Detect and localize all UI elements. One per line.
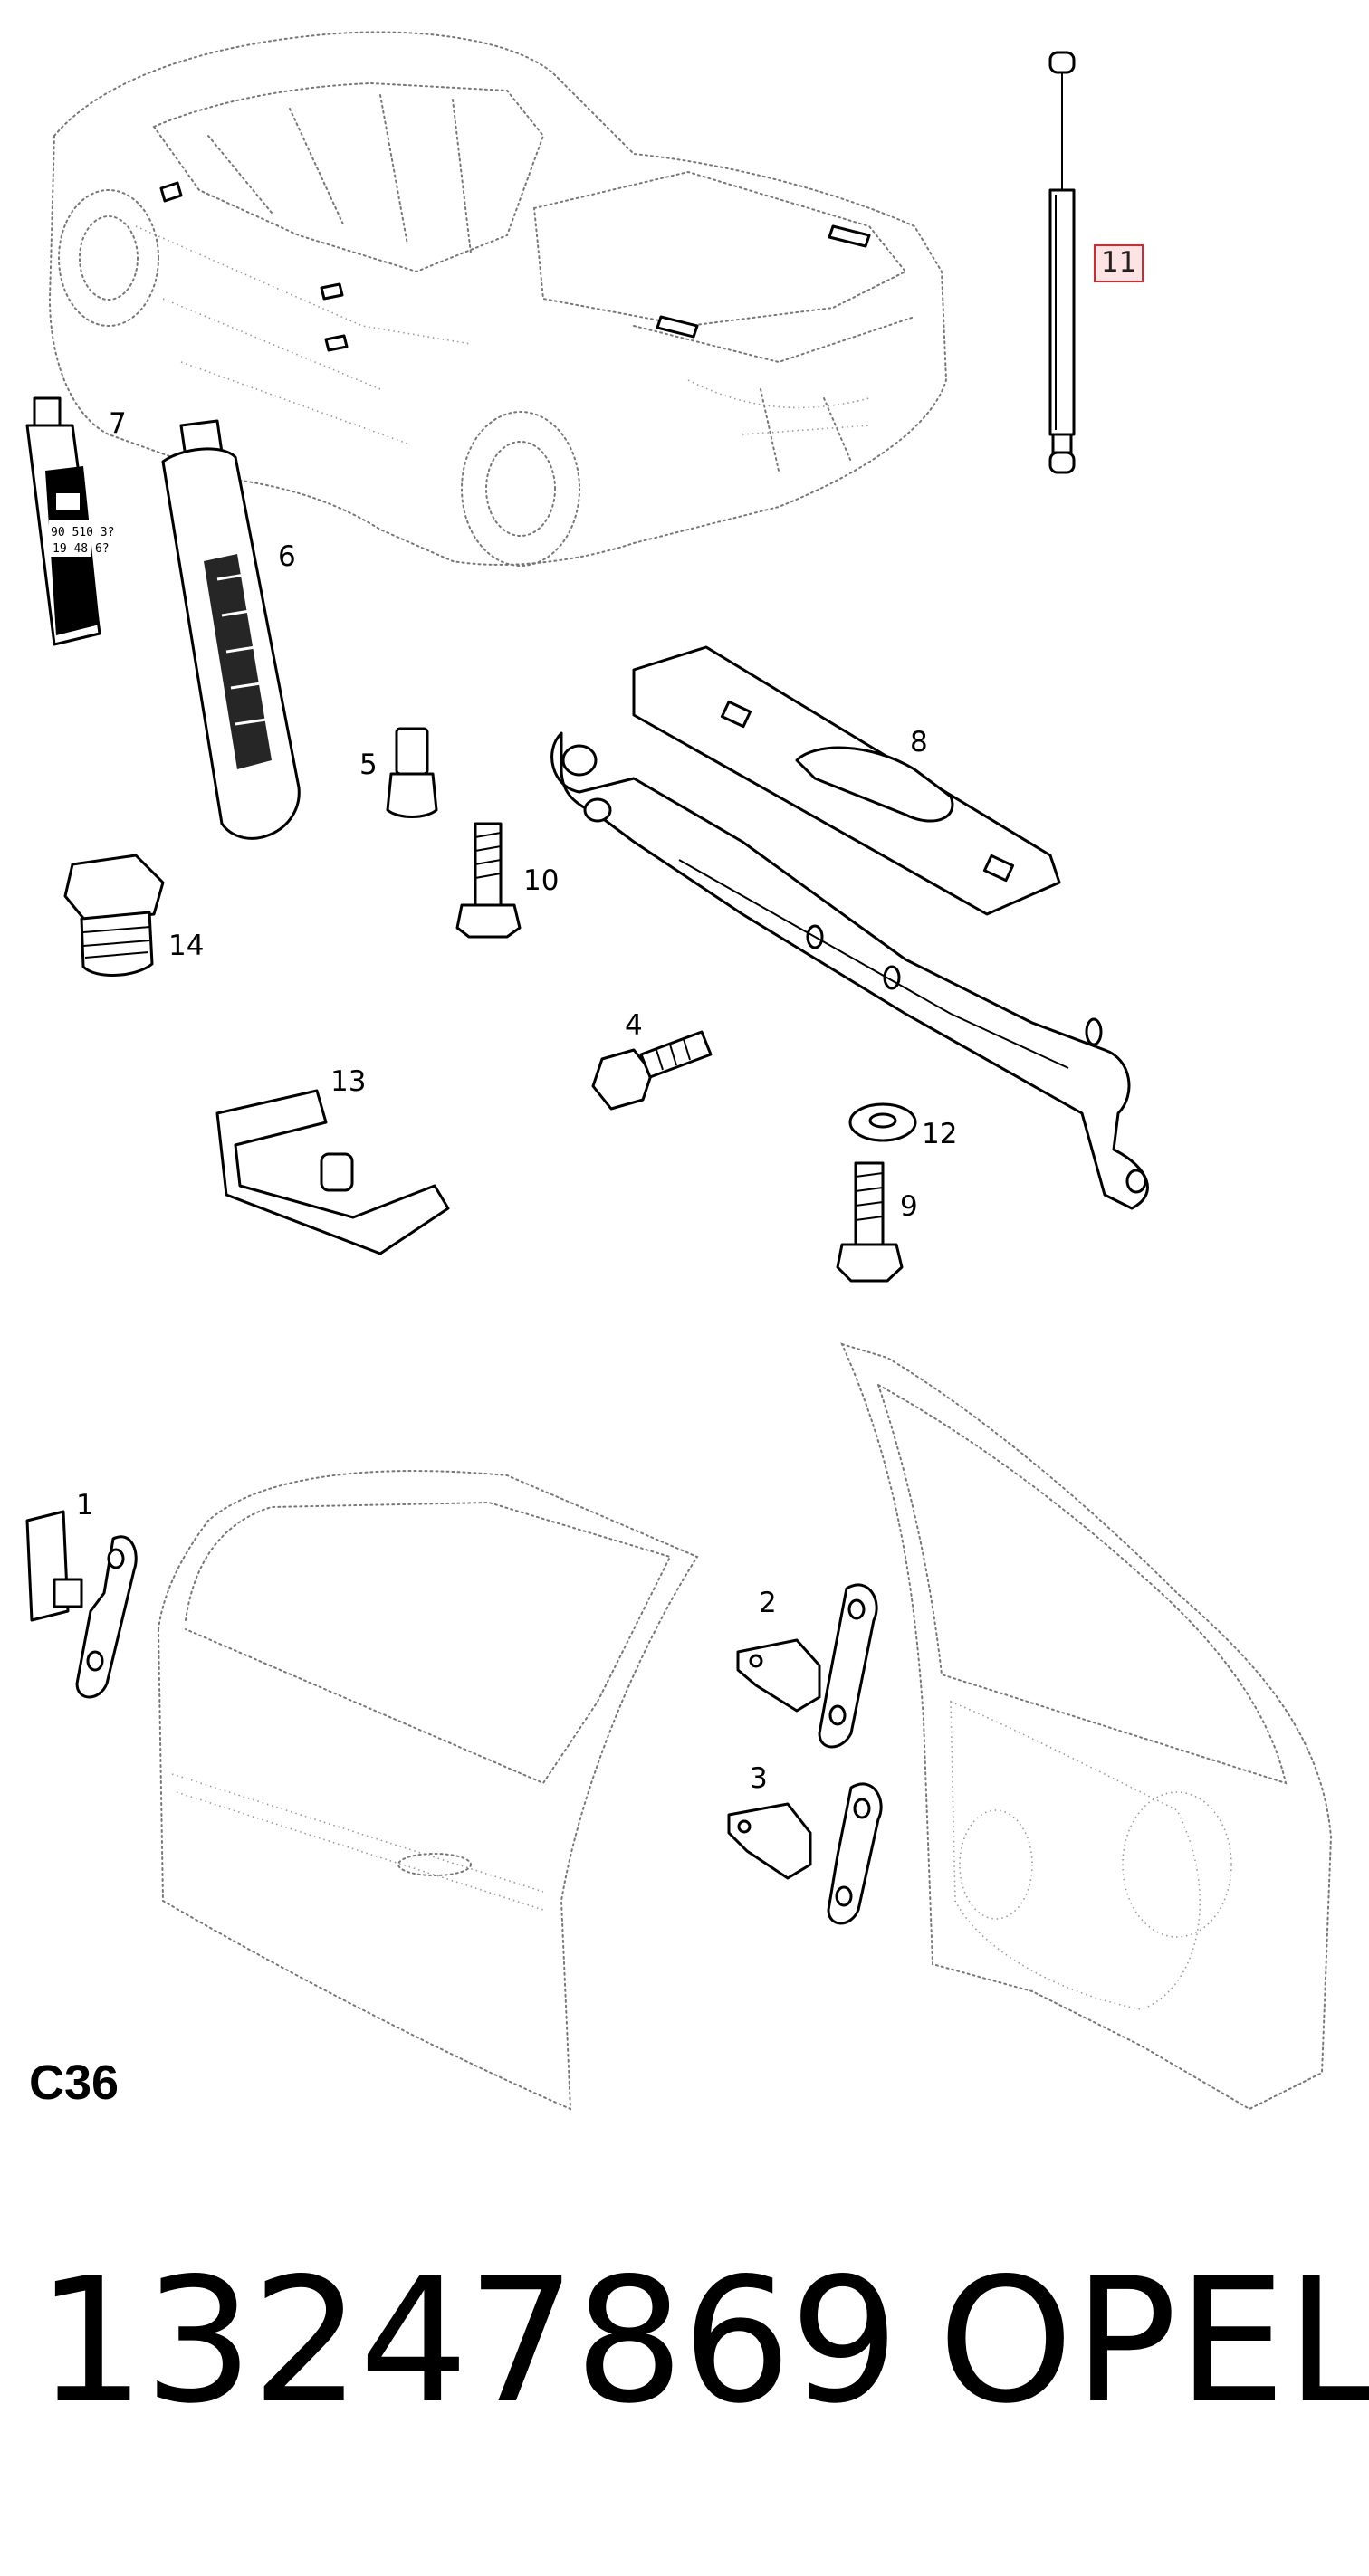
gas-strut-part-11	[1048, 51, 1076, 474]
callout-6: 6	[278, 540, 296, 573]
callout-5: 5	[359, 749, 378, 781]
rear-door-outline	[840, 1342, 1333, 2111]
tube-small-text-line-2: 19 48 6?	[53, 542, 110, 556]
washer-part-12	[848, 1102, 917, 1142]
callout-4: 4	[625, 1009, 643, 1042]
callout-14: 14	[168, 930, 205, 962]
car-body-outline	[48, 31, 948, 567]
sealant-tube-small-part-7: 90 510 3? 19 48 6?	[25, 396, 114, 646]
grease-tube-large-part-6	[161, 419, 301, 840]
callout-8: 8	[910, 726, 928, 758]
exploded-parts-diagram: 90 510 3? 19 48 6?	[25, 31, 1333, 2111]
bolt-part-4	[591, 1030, 713, 1111]
brand-name: OPEL	[938, 2241, 1369, 2441]
bolt-part-10	[455, 822, 522, 939]
callout-2: 2	[759, 1587, 777, 1619]
bolt-part-9	[836, 1161, 904, 1283]
section-code: C36	[29, 2056, 120, 2110]
bracket-part-13	[215, 1089, 450, 1255]
callout-10: 10	[523, 864, 560, 897]
front-door-outline	[157, 1470, 699, 2111]
callout-3: 3	[750, 1762, 768, 1795]
callout-12: 12	[922, 1118, 958, 1150]
door-hinge-part-2	[736, 1583, 878, 1749]
door-hinge-part-3	[727, 1782, 883, 1925]
callout-1: 1	[76, 1489, 94, 1522]
door-hinge-part-1	[25, 1510, 138, 1699]
boot-hinge-part-8	[550, 645, 1149, 1210]
part-number: 13247869	[36, 2241, 899, 2441]
callout-11-highlighted: 11	[1094, 244, 1144, 282]
plug-part-5	[386, 727, 438, 818]
cap-part-14	[63, 854, 165, 977]
tube-small-text-line-1: 90 510 3?	[51, 526, 114, 539]
callout-9: 9	[900, 1190, 918, 1223]
callout-7: 7	[109, 407, 127, 440]
callout-13: 13	[330, 1065, 367, 1098]
